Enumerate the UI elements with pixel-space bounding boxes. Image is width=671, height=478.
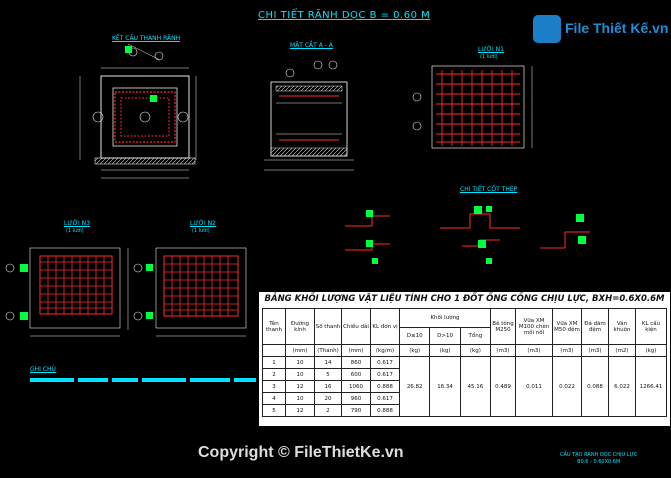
- logo-badge-icon: [533, 15, 561, 43]
- cell: 600: [341, 368, 371, 381]
- total-tong: 45.16: [459, 356, 492, 417]
- cell: 2: [262, 368, 286, 381]
- unit-cell: (kg): [459, 344, 492, 357]
- cell: 4: [262, 392, 286, 405]
- cell: 1: [262, 356, 286, 369]
- cell: 10: [285, 368, 315, 381]
- total-vua-m100: 0.011: [515, 356, 553, 417]
- total-be-tong: 0.489: [490, 356, 516, 417]
- cell: 10: [285, 392, 315, 405]
- th-khoi-luong: Khối lượng: [399, 308, 491, 328]
- th-tong: Tổng: [459, 327, 492, 345]
- total-d-le-10: 26.82: [398, 356, 431, 417]
- caption-mesh2: LƯỚI N2: [190, 220, 216, 227]
- unit-cell: (m3): [490, 344, 516, 357]
- th-so-thanh: Số thanh: [314, 308, 342, 345]
- quantity-table: Tên thanh Đường kính Số thanh Chiều dài …: [262, 308, 667, 417]
- th-vua-m50: Vữa XM M50 đệm: [552, 308, 582, 345]
- th-chieu-dai: Chiều dài: [341, 308, 371, 345]
- cell: 5: [262, 404, 286, 417]
- cell: 860: [341, 356, 371, 369]
- unit-cell: (kg): [635, 344, 667, 357]
- cell: 0.617: [370, 368, 400, 381]
- table-row: 3 12 16 1060 0.888: [262, 380, 667, 393]
- cell: 16: [314, 380, 342, 393]
- unit-cell: (mm): [341, 344, 371, 357]
- caption-note: GHI CHÚ: [30, 366, 56, 373]
- footer-note-line: B0.6 - 0.60X0.6M: [577, 459, 621, 465]
- footer-note: CẤU TẠO RÃNH DỌC CHỊU LỰC B0.6 - 0.60X0.…: [560, 452, 637, 466]
- th-da-dam: Đá dăm đệm: [581, 308, 609, 345]
- cell: 20: [314, 392, 342, 405]
- caption-mesh2-sub: (1 lưới): [192, 228, 210, 234]
- cell: 1060: [341, 380, 371, 393]
- th-kl-don-vi: KL đơn vị: [370, 308, 400, 345]
- copyright-watermark: Copyright © FileThietKe.vn: [198, 444, 404, 461]
- mesh-n2-drawing: [133, 247, 247, 337]
- caption-section: MẶT CẮT A - A: [290, 42, 333, 49]
- total-d-gt-10: 16.34: [429, 356, 461, 417]
- unit-cell: (m2): [608, 344, 636, 357]
- th-be-tong: Bê tông M250: [490, 308, 516, 345]
- section-drawing: [264, 60, 354, 171]
- total-kl-cau-kien: 1266.41: [635, 356, 667, 417]
- table-row: 5 12 2 790 0.888: [262, 404, 667, 417]
- th-kl-cau-kien: KL cấu kiện: [635, 308, 667, 345]
- cell: 12: [285, 404, 315, 417]
- cell: 12: [285, 380, 315, 393]
- table-row: 1 10 14 860 0.617 26.82 16.34 45.16 0.48…: [262, 356, 667, 417]
- mesh-n1-drawing: [412, 65, 533, 149]
- mesh-n3-drawing: [5, 247, 129, 337]
- footer-note-line: CẤU TẠO RÃNH DỌC CHỊU LỰC: [560, 452, 638, 458]
- unit-cell: (Thanh): [314, 344, 342, 357]
- th-vua-m100: Vữa XM M100 chèn mối nối: [515, 308, 553, 345]
- caption-mesh1-sub: (1 lưới): [480, 54, 498, 60]
- caption-mesh3-sub: (1 lưới): [66, 228, 84, 234]
- total-da-dam: 0.088: [581, 356, 609, 417]
- unit-cell: (mm): [285, 344, 315, 357]
- total-vua-m50: 0.022: [552, 356, 582, 417]
- material-table: BẢNG KHỐI LƯỢNG VẬT LIỆU TÍNH CHO 1 ĐỐT …: [259, 292, 670, 426]
- cell: 5: [314, 368, 342, 381]
- site-logo[interactable]: File Thiết Kế.vn: [533, 15, 669, 43]
- unit-cell: (m3): [581, 344, 609, 357]
- total-van-khuon: 6.022: [608, 356, 636, 417]
- cell: 960: [341, 392, 371, 405]
- caption-mesh1: LƯỚI N1: [478, 46, 504, 53]
- cell: 14: [314, 356, 342, 369]
- cell: 3: [262, 380, 286, 393]
- unit-row: (mm) (Thanh) (mm) (kg/m) (kg) (kg) (kg) …: [262, 344, 667, 357]
- unit-cell: (m3): [515, 344, 553, 357]
- unit-cell: (m3): [552, 344, 582, 357]
- caption-structure: KẾT CẤU THÀNH RÃNH: [112, 35, 181, 42]
- th-d-le-10: D≤10: [398, 327, 431, 345]
- th-duong-kinh: Đường kính: [285, 308, 315, 345]
- th-ten-thanh: Tên thanh: [262, 308, 286, 345]
- table-title: BẢNG KHỐI LƯỢNG VẬT LIỆU TÍNH CHO 1 ĐỐT …: [264, 294, 665, 304]
- cell: 0.888: [370, 380, 400, 393]
- cell: 0.617: [370, 392, 400, 405]
- unit-cell: (kg/m): [370, 344, 400, 357]
- caption-mesh-detail: CHI TIẾT CỐT THÉP: [460, 186, 518, 193]
- table-row: 4 10 20 960 0.617: [262, 392, 667, 405]
- rebar-details: [345, 206, 590, 264]
- cell: 0.617: [370, 356, 400, 369]
- drawing-title: CHI TIẾT RÃNH DỌC B = 0.60 M: [258, 10, 431, 21]
- cell: 0.888: [370, 404, 400, 417]
- note-lines: [30, 378, 256, 382]
- logo-text: File Thiết Kế.vn: [565, 20, 669, 36]
- unit-cell: (kg): [429, 344, 461, 357]
- caption-mesh3: LƯỚI N3: [64, 220, 90, 227]
- th-d-gt-10: D>10: [429, 327, 461, 345]
- cell: 2: [314, 404, 342, 417]
- th-van-khuon: Ván khuôn: [608, 308, 636, 345]
- cell: 790: [341, 404, 371, 417]
- cell: 10: [285, 356, 315, 369]
- structure-drawing: [79, 43, 197, 179]
- unit-cell: (kg): [398, 344, 431, 357]
